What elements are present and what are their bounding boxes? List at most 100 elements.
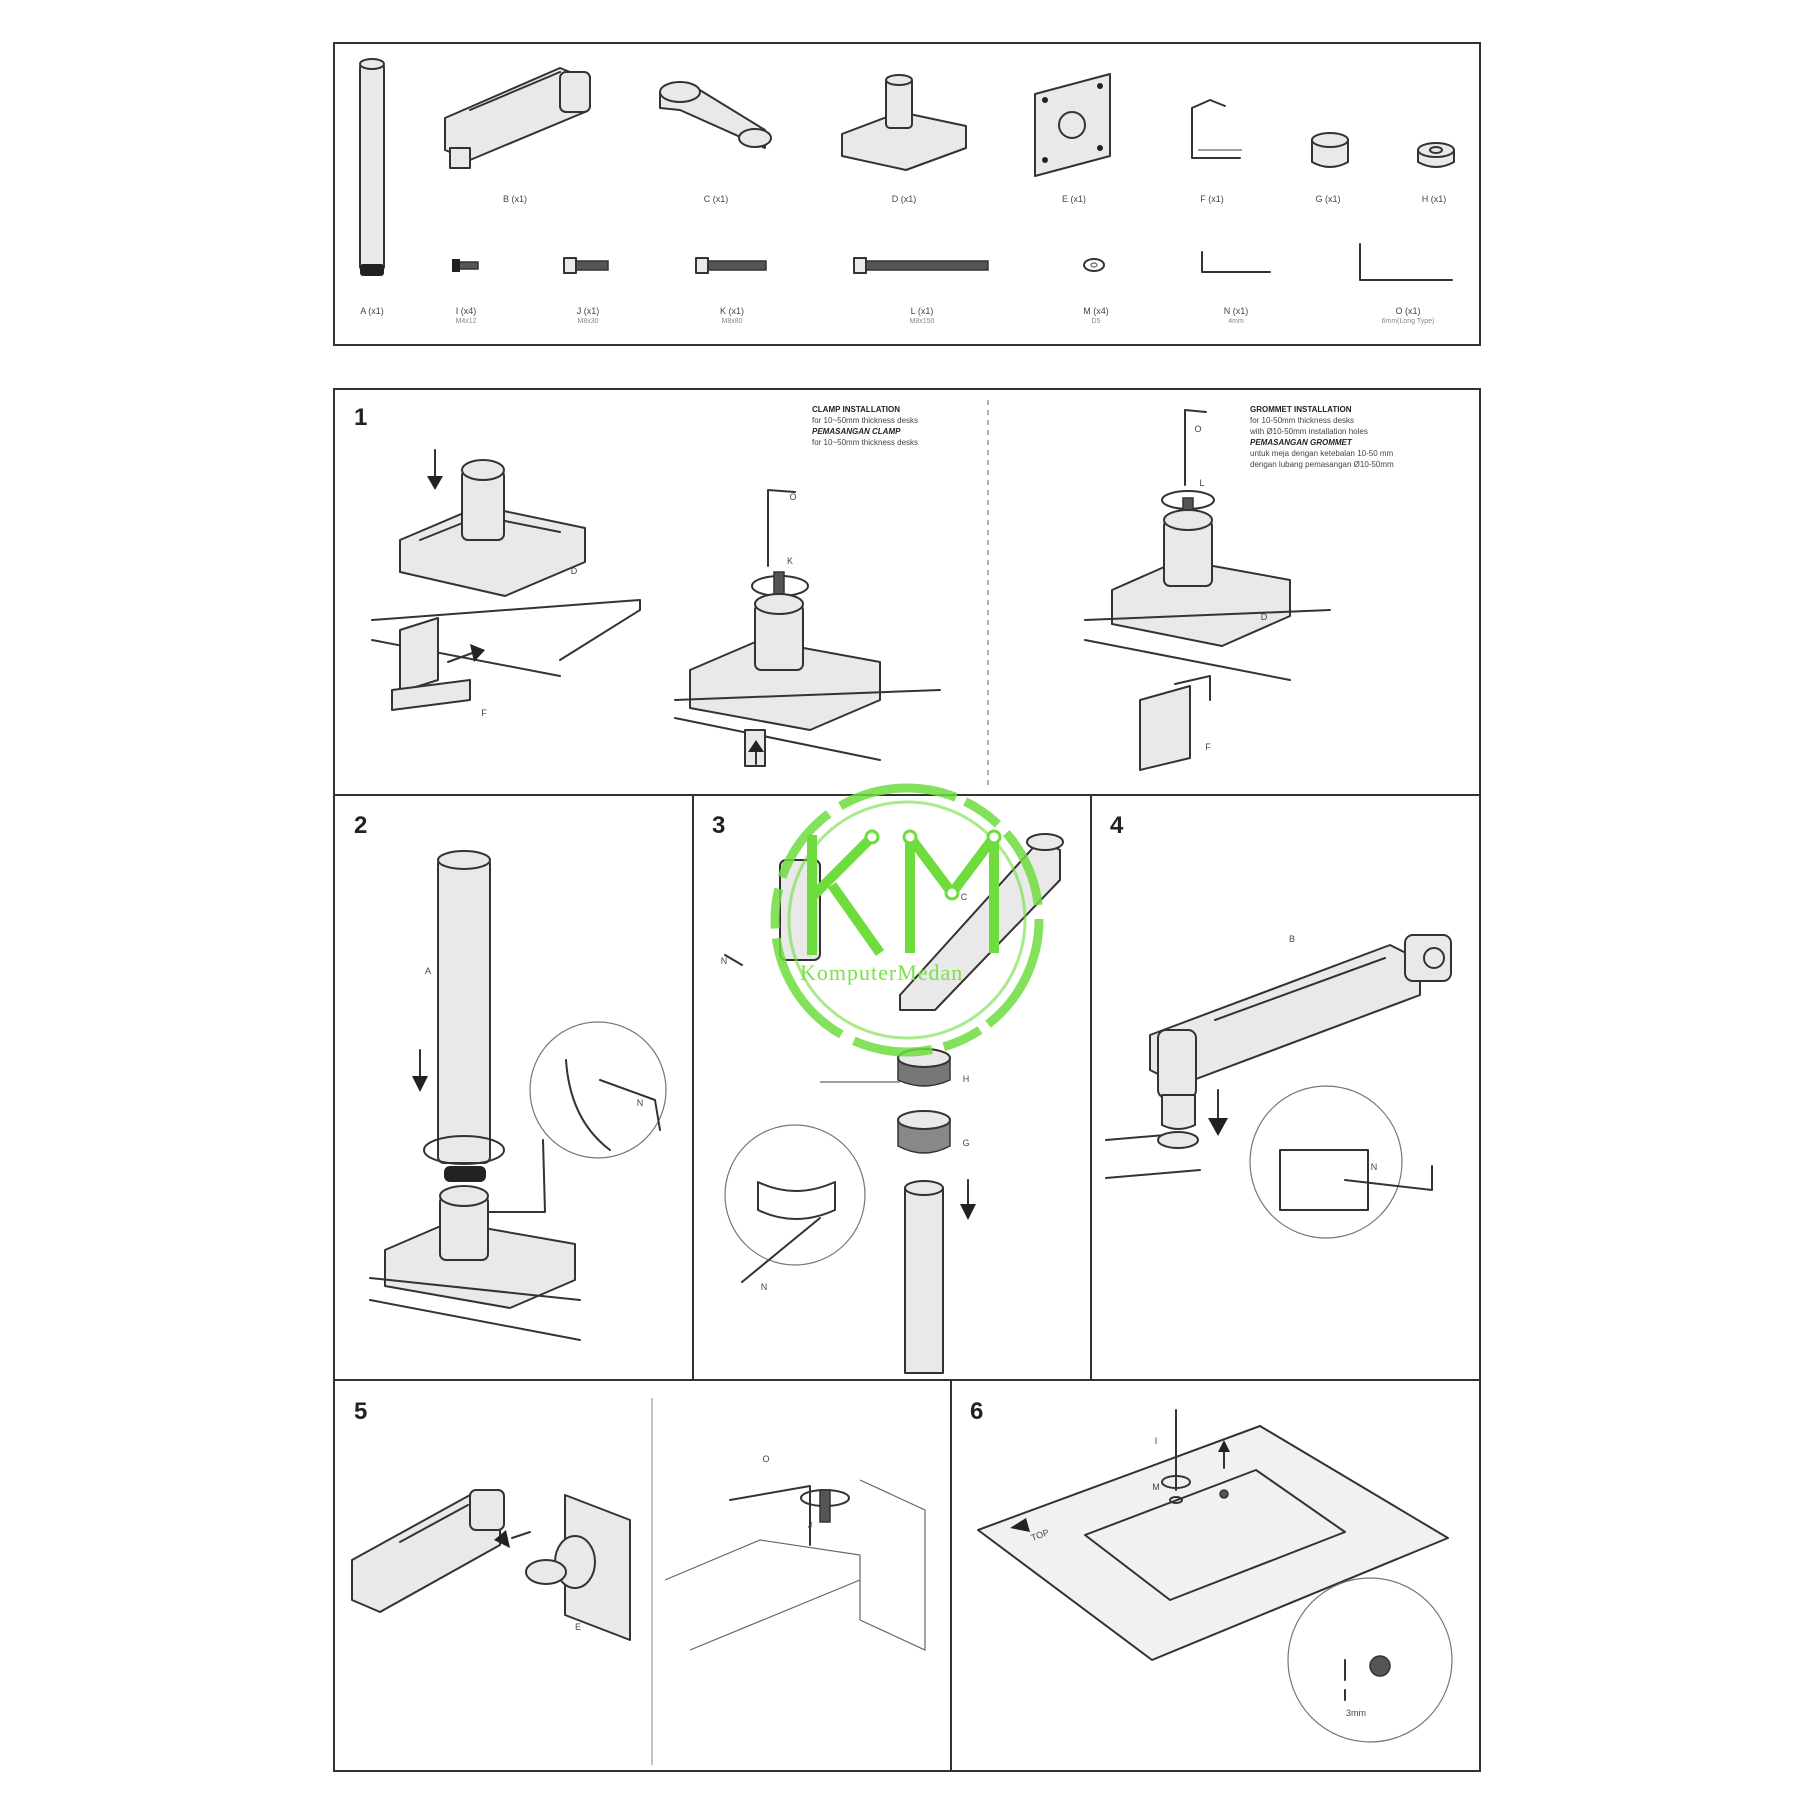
step-4-number: 4 — [1110, 812, 1124, 839]
down-arrow-icon — [412, 1076, 428, 1092]
part-l-label: L (x1) — [910, 306, 934, 316]
grommet-note-title: GROMMET INSTALLATION — [1250, 405, 1352, 414]
part-a-pole-icon — [359, 58, 385, 276]
down-arrow-icon — [960, 1204, 976, 1220]
step4-label-n: N — [1370, 1162, 1378, 1172]
part-a-label: A (x1) — [360, 306, 384, 316]
part-n-size: 4mm — [1228, 318, 1244, 325]
clamp-note-title-id: PEMASANGAN CLAMP — [812, 427, 901, 436]
step-6-number: 6 — [970, 1398, 984, 1425]
step1-label-d: D — [570, 566, 578, 576]
step1-label-l: L — [1199, 478, 1205, 488]
clamp-note-line2: for 10~50mm thickness desks — [812, 438, 919, 447]
part-h-label: H (x1) — [1421, 194, 1447, 204]
down-arrow-icon — [427, 476, 443, 490]
step1-label-k: K — [786, 556, 793, 566]
grommet-note-line1: for 10-50mm thickness desks — [1250, 416, 1355, 425]
top-arrow-icon — [1010, 1518, 1030, 1532]
part-d-base-icon — [841, 74, 967, 171]
part-h-ring-icon — [1417, 142, 1455, 168]
step-1-number: 1 — [354, 404, 368, 431]
grommet-note-line4: dengan lubang pemasangan Ø10-50mm — [1250, 460, 1394, 469]
arrow-left-icon — [494, 1530, 510, 1548]
step5-label-e: E — [574, 1622, 581, 1632]
step5-label-o: O — [762, 1454, 770, 1464]
step3-label-h: H — [962, 1074, 970, 1084]
grommet-installation-note: GROMMET INSTALLATION for 10-50mm thickne… — [1250, 404, 1460, 470]
clamp-installation-note: CLAMP INSTALLATION for 10~50mm thickness… — [812, 404, 982, 448]
step1-clamp-base-illustration — [371, 449, 641, 711]
part-e-label: E (x1) — [1061, 194, 1086, 204]
part-c-extension-arm-icon — [659, 81, 772, 149]
km-logo-icon — [807, 832, 999, 956]
part-o-allen-key-icon — [1359, 243, 1453, 281]
step6-label-i: I — [1154, 1436, 1158, 1446]
part-k-screw-icon — [695, 257, 767, 274]
part-d-label: D (x1) — [891, 194, 917, 204]
part-i-screw-icon — [452, 259, 479, 272]
step1-grommet-install-illustration — [1084, 409, 1331, 771]
part-g-collar-icon — [1311, 132, 1349, 168]
part-n-allen-key-icon — [1201, 251, 1271, 273]
part-m-size: D5 — [1091, 318, 1101, 325]
komputer-medan-watermark — [770, 783, 1044, 1057]
part-i-label: I (x4) — [455, 306, 477, 316]
clamp-note-line1: for 10~50mm thickness desks — [812, 416, 919, 425]
up-arrow-icon — [1218, 1440, 1230, 1452]
step2-label-a: A — [424, 966, 431, 976]
part-i-size: M4x12 — [455, 318, 477, 325]
step1-label-f: F — [481, 708, 487, 718]
step-3-number: 3 — [712, 812, 726, 839]
arrow-right-icon — [470, 644, 485, 662]
step4-label-b: B — [1288, 934, 1295, 944]
watermark-caption: KomputerMedan — [800, 960, 964, 985]
grommet-note-line2: with Ø10-50mm installation holes — [1250, 427, 1368, 436]
part-b-label: B (x1) — [502, 194, 527, 204]
parts-list-panel — [333, 42, 1481, 346]
part-k-label: K (x1) — [719, 306, 744, 316]
step6-label-m: M — [1152, 1482, 1160, 1492]
step-5-number: 5 — [354, 1398, 368, 1425]
part-e-vesa-plate-icon — [1034, 73, 1111, 177]
grommet-note-line3: untuk meja dengan ketebalan 10-50 mm — [1250, 449, 1394, 458]
part-g-label: G (x1) — [1315, 194, 1341, 204]
part-c-label: C (x1) — [703, 194, 729, 204]
step3-label-n2: N — [760, 1282, 768, 1292]
step2-label-n: N — [636, 1098, 644, 1108]
clamp-note-title: CLAMP INSTALLATION — [812, 405, 900, 414]
step1-clamp-install-illustration — [674, 489, 941, 767]
part-b-arm-icon — [444, 67, 591, 169]
part-m-washer-icon — [1083, 258, 1105, 272]
part-f-clamp-icon — [1191, 99, 1242, 159]
step1-label-d2: D — [1260, 612, 1268, 622]
part-j-size: M8x30 — [577, 318, 599, 325]
step1-label-o2: O — [1194, 424, 1202, 434]
down-arrow-icon — [1208, 1118, 1228, 1136]
part-f-label: F (x1) — [1200, 194, 1224, 204]
step3-label-n: N — [720, 956, 728, 966]
part-l-screw-icon — [853, 257, 989, 274]
up-arrow-icon — [748, 740, 764, 752]
part-o-label: O (x1) — [1395, 306, 1421, 316]
part-o-size: 6mm(Long Type) — [1381, 318, 1435, 325]
step2-pole-install-illustration — [369, 850, 667, 1341]
step6-monitor-back-illustration — [977, 1409, 1453, 1743]
step6-gap-label: 3mm — [1346, 1708, 1366, 1718]
step1-label-f2: F — [1205, 742, 1211, 752]
step1-label-o: O — [789, 492, 797, 502]
part-n-label: N (x1) — [1223, 306, 1249, 316]
step5-vesa-attach-illustration — [351, 1479, 926, 1651]
step-2-number: 2 — [354, 812, 368, 839]
part-j-screw-icon — [563, 257, 609, 274]
step4-arm-attach-illustration — [1105, 934, 1452, 1239]
instructions-panel — [333, 388, 1481, 1772]
part-m-label: M (x4) — [1083, 306, 1109, 316]
step3-label-g: G — [962, 1138, 970, 1148]
step3-label-c: C — [960, 892, 968, 902]
part-j-label: J (x1) — [576, 306, 600, 316]
part-k-size: M8x80 — [721, 318, 743, 325]
part-l-size: M8x150 — [909, 318, 935, 325]
